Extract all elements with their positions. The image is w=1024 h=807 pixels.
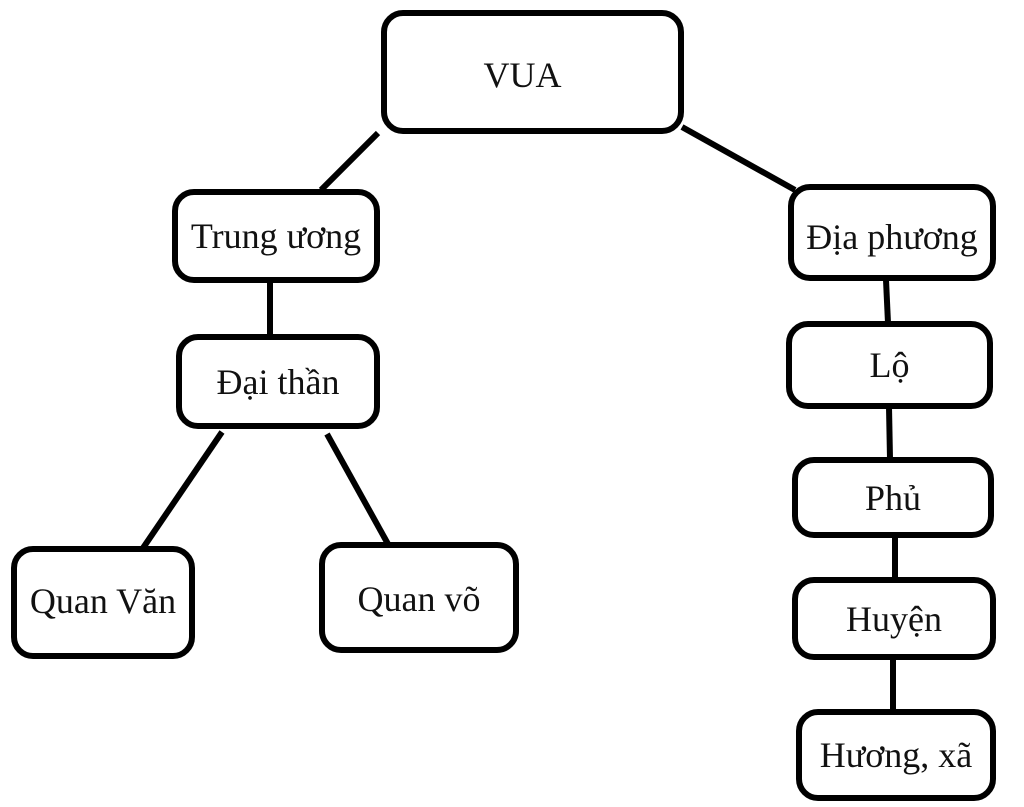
edge-dai-than-quan-vo — [324, 432, 391, 546]
node-label: Đại thần — [216, 361, 340, 402]
edge-dai-than-quan-van — [140, 430, 225, 550]
node-lo: Lộ — [786, 321, 993, 409]
node-label: Phủ — [864, 477, 922, 518]
node-quan-vo: Quan võ — [319, 542, 519, 653]
node-label: Trung ương — [190, 216, 362, 256]
node-label: Huyện — [846, 598, 942, 639]
node-dai-than: Đại thần — [176, 334, 380, 429]
node-phu: Phủ — [792, 457, 994, 538]
node-label: VUA — [483, 55, 562, 95]
edge-dia-phuong-lo — [883, 279, 891, 324]
node-label: Quan Văn — [29, 581, 177, 621]
edge-vua-dia-phuong — [680, 124, 797, 193]
node-label: Hương, xã — [819, 735, 973, 775]
node-label: Lộ — [869, 345, 910, 385]
node-label: Địa phương — [806, 217, 978, 257]
node-quan-van: Quan Văn — [11, 546, 195, 659]
node-label: Quan võ — [357, 579, 481, 619]
node-huong-xa: Hương, xã — [796, 709, 996, 801]
node-huyen: Huyện — [792, 577, 996, 660]
node-trung-uong: Trung ương — [172, 189, 380, 283]
node-vua: VUA — [381, 10, 684, 134]
edge-lo-phu — [886, 406, 893, 460]
node-dia-phuong: Địa phương — [788, 184, 996, 281]
edge-vua-trung-uong — [318, 130, 381, 193]
